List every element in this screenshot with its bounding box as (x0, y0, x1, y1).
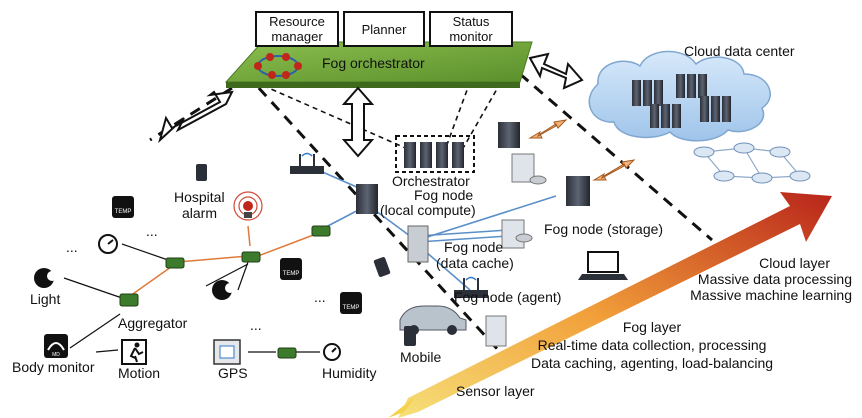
aggregator-device[interactable]: Aggregator (118, 293, 188, 331)
module-resource-manager[interactable]: Resource manager (255, 11, 339, 47)
fog-layer-line1: Real-time data collection, processing (538, 337, 767, 353)
sensor-node-2 (241, 251, 261, 263)
fog-node-local-compute-label-2: (local compute) (380, 202, 476, 218)
ellipsis-1: ... (66, 239, 78, 255)
fog-orchestrator-node[interactable]: Orchestrator (392, 135, 475, 189)
server-icon-local-compute (356, 184, 378, 214)
server-icon-storage-stack (511, 153, 547, 185)
server-icon-data-cache (407, 219, 533, 263)
hospital-alarm-label-2: alarm (182, 205, 217, 221)
temp-icon-2: TEMP (280, 258, 302, 280)
cloud-layer-text: Cloud layer Massive data processing Mass… (690, 255, 852, 303)
ellipsis-3: ... (314, 289, 326, 305)
double-arrow-cloud (528, 52, 584, 90)
light-sensor-icon-2 (212, 280, 235, 300)
fog-layer-text: Fog layer Real-time data collection, pro… (531, 319, 773, 371)
module-planner-label: Planner (362, 22, 407, 37)
server-icon-storage (566, 176, 590, 206)
module-status-monitor[interactable]: Status monitor (429, 11, 513, 47)
orchestrator-node-label: Orchestrator (392, 173, 470, 189)
fog-layer-title: Fog layer (623, 319, 682, 335)
fog-orchestrator-platform[interactable]: Fog orchestrator (224, 41, 533, 88)
fog-node-agent-label: Fog node (agent) (454, 289, 561, 305)
router-network-icon (693, 142, 811, 184)
motion-sensor-icon (121, 339, 147, 365)
alarm-siren-icon (233, 191, 263, 221)
body-monitor-icon: MD (44, 334, 68, 358)
fog-layer-line2: Data caching, agenting, load-balancing (531, 355, 773, 371)
module-resource-manager-label-1: Resource (269, 14, 325, 29)
mobile-icon-small (373, 257, 391, 277)
aggregator-label: Aggregator (118, 315, 188, 331)
light-sensor-icon (34, 268, 57, 288)
mobile-icon-top (196, 164, 207, 181)
humidity-label: Humidity (322, 365, 376, 381)
ellipsis-2: ... (146, 223, 158, 239)
temp-badge-2: TEMP (283, 271, 300, 277)
laptop-icon (578, 251, 628, 280)
fog-node-local-compute-label-1: Fog node (414, 187, 473, 203)
module-resource-manager-label-2: manager (271, 29, 323, 44)
fog-node-data-cache-label-1: Fog node (444, 239, 503, 255)
module-status-monitor-label-1: Status (453, 14, 490, 29)
gauge-icon (98, 234, 118, 254)
fog-orchestrator-title: Fog orchestrator (322, 55, 425, 71)
gps-chip-icon (213, 339, 241, 365)
temp-badge-3: TEMP (343, 305, 360, 311)
sensor-node-3 (311, 225, 331, 237)
wifi-router-icon (290, 152, 324, 174)
server-icon-lower (485, 315, 507, 347)
cloud-data-center[interactable]: Cloud data center (588, 43, 795, 142)
body-monitor-label: Body monitor (12, 359, 95, 375)
layer-gradient-arrow (388, 192, 832, 418)
hospital-alarm-label-1: Hospital (174, 189, 225, 205)
fog-node-data-cache-label-2: (data cache) (436, 255, 514, 271)
gps-label: GPS (218, 365, 248, 381)
server-rack-icon (632, 74, 731, 128)
fog-node-storage-label: Fog node (storage) (544, 221, 663, 237)
module-planner[interactable]: Planner (343, 11, 425, 47)
motion-label: Motion (118, 365, 160, 381)
cloud-layer-title: Cloud layer (759, 255, 830, 271)
wifi-router-icon-agent (454, 276, 488, 298)
cloud-data-center-title: Cloud data center (684, 43, 795, 59)
double-arrow-center (341, 86, 375, 158)
cloud-layer-line1: Massive data processing (698, 271, 852, 287)
temp-icon-1: TEMP (112, 196, 134, 218)
cloud-layer-line2: Massive machine learning (690, 287, 852, 303)
sensor-arrows (63, 243, 320, 353)
sensor-node-1 (165, 257, 185, 269)
graph-ring-icon (254, 53, 302, 79)
ellipsis-4: ... (250, 317, 262, 333)
mobile-icon (404, 326, 416, 346)
temp-icon-3: TEMP (340, 292, 362, 314)
temp-badge-1: TEMP (115, 209, 132, 215)
orange-arrow-2 (592, 159, 636, 181)
md-badge: MD (52, 352, 60, 358)
module-status-monitor-label-2: monitor (449, 29, 493, 44)
mobile-label: Mobile (400, 349, 441, 365)
humidity-gauge-icon (323, 343, 341, 361)
light-label: Light (30, 291, 60, 307)
sensor-node-4 (277, 347, 297, 359)
orchestrator-dashed-links (254, 74, 506, 151)
sensor-layer-text: Sensor layer (456, 383, 535, 399)
orange-arrow-1 (528, 119, 568, 139)
double-arrow-left (158, 90, 234, 144)
sensor-layer-title: Sensor layer (456, 383, 535, 399)
server-icon-upper (498, 122, 520, 148)
